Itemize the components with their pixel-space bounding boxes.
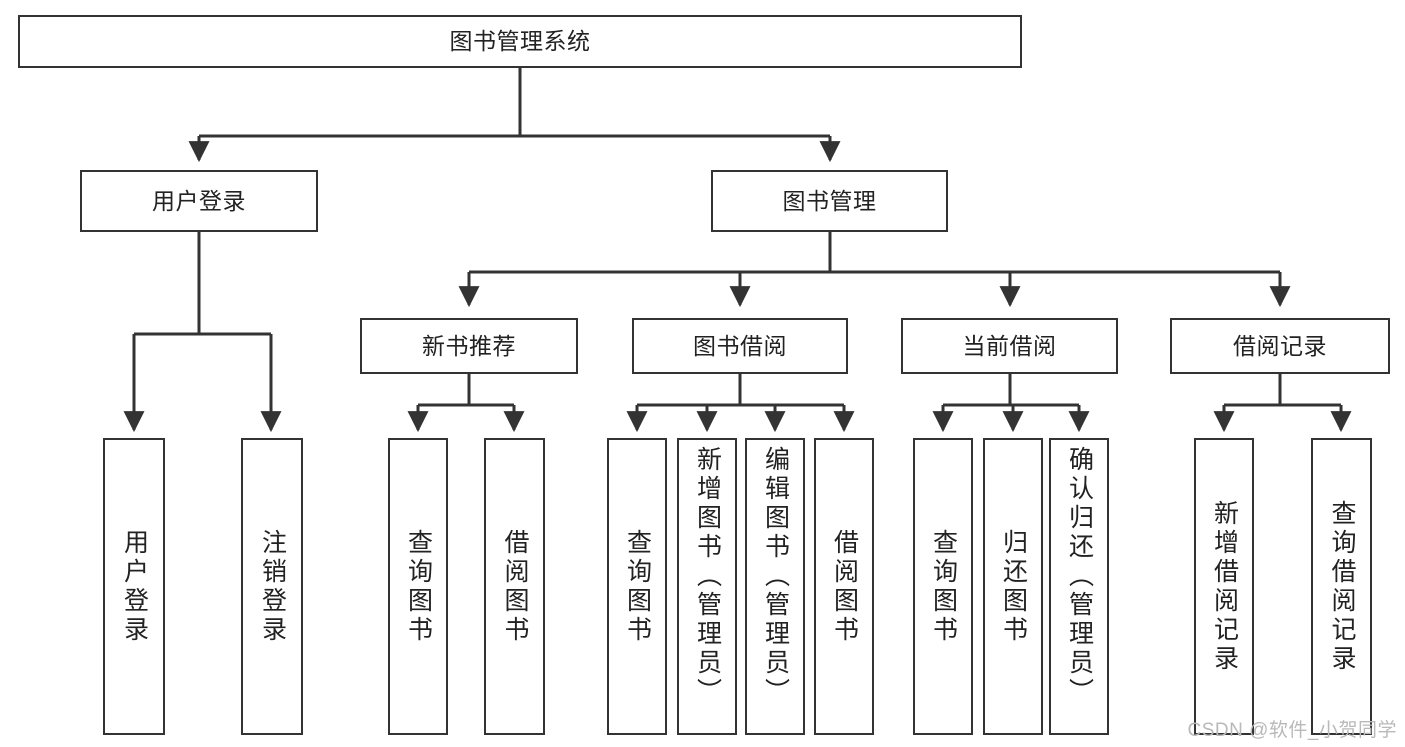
- node-book-management[interactable]: 图书管理: [711, 170, 948, 232]
- leaf-record-query-record[interactable]: 查询借阅记录: [1311, 438, 1372, 735]
- leaf-borrow-borrow-book[interactable]: 借阅图书: [814, 438, 874, 735]
- leaf-borrow-edit-book-admin[interactable]: 编辑图书（管理员）: [745, 438, 805, 735]
- node-label: 查询图书: [623, 528, 652, 645]
- node-label: 图书管理: [782, 187, 877, 214]
- node-root-system[interactable]: 图书管理系统: [18, 15, 1022, 68]
- node-label: 借阅图书: [830, 528, 859, 645]
- leaf-user-login-logout[interactable]: 注销登录: [241, 438, 303, 735]
- node-label: 借阅图书: [501, 528, 529, 645]
- leaf-record-add-record[interactable]: 新增借阅记录: [1194, 438, 1254, 735]
- node-label: 用户登录: [120, 528, 149, 645]
- node-label: 借阅记录: [1233, 332, 1327, 359]
- node-label: 图书借阅: [693, 332, 787, 359]
- node-current-borrow[interactable]: 当前借阅: [901, 318, 1118, 374]
- node-label: 用户登录: [152, 187, 246, 214]
- node-label: 查询借阅记录: [1328, 499, 1356, 674]
- node-label: 新增借阅记录: [1210, 499, 1239, 674]
- node-label: 查询图书: [404, 528, 433, 645]
- node-label: 查询图书: [929, 528, 958, 645]
- leaf-current-return-book[interactable]: 归还图书: [983, 438, 1043, 735]
- node-label: 归还图书: [999, 528, 1028, 645]
- node-borrow-record[interactable]: 借阅记录: [1170, 318, 1390, 374]
- node-label: 确认归还（管理员）: [1065, 446, 1094, 707]
- node-label: 注销登录: [258, 528, 287, 645]
- node-label: 新书推荐: [422, 332, 516, 359]
- leaf-user-login-login[interactable]: 用户登录: [103, 438, 165, 735]
- leaf-recommend-borrow-book[interactable]: 借阅图书: [484, 438, 545, 735]
- node-label: 新增图书（管理员）: [693, 446, 722, 707]
- node-book-borrow[interactable]: 图书借阅: [632, 318, 848, 374]
- leaf-current-confirm-return-admin[interactable]: 确认归还（管理员）: [1049, 438, 1109, 735]
- leaf-borrow-query-book[interactable]: 查询图书: [607, 438, 667, 735]
- leaf-borrow-add-book-admin[interactable]: 新增图书（管理员）: [677, 438, 737, 735]
- leaf-recommend-query-book[interactable]: 查询图书: [388, 438, 448, 735]
- node-user-login[interactable]: 用户登录: [80, 170, 318, 232]
- node-label: 当前借阅: [962, 332, 1057, 359]
- node-new-book-recommend[interactable]: 新书推荐: [360, 318, 578, 374]
- watermark-text: CSDN @软件_小贺同学: [1187, 720, 1397, 741]
- leaf-current-query-book[interactable]: 查询图书: [913, 438, 973, 735]
- node-label: 编辑图书（管理员）: [761, 446, 790, 707]
- node-label: 图书管理系统: [449, 28, 591, 55]
